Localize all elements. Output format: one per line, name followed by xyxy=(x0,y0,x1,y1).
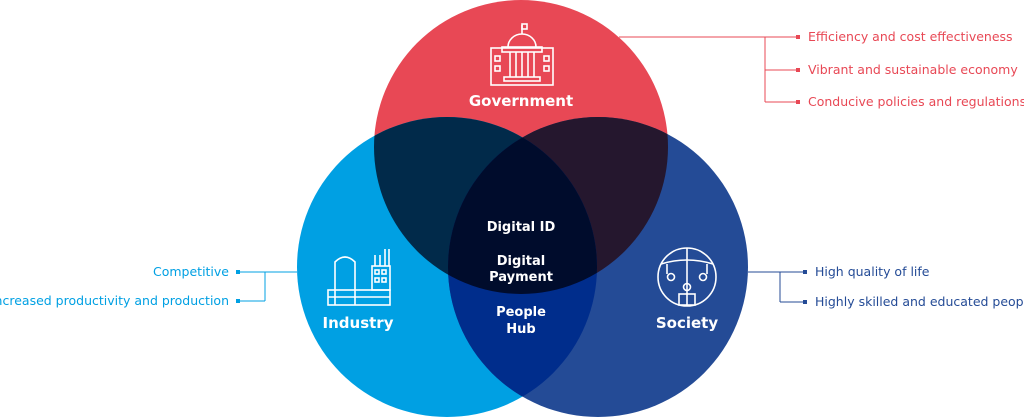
industry-title: Industry xyxy=(323,314,394,332)
government-point: Vibrant and sustainable economy xyxy=(808,62,1018,77)
center-overlap xyxy=(448,117,597,294)
government-point: Conducive policies and regulations xyxy=(808,94,1024,109)
industry-point: Competitive xyxy=(153,264,229,279)
society-point: Highly skilled and educated people xyxy=(815,294,1024,309)
society-connectors xyxy=(748,271,806,303)
globe-people-icon xyxy=(657,247,717,307)
people-hub-label-1: People xyxy=(496,305,546,320)
industry-connectors xyxy=(238,271,297,302)
center-label-digital: Digital xyxy=(497,254,545,269)
society-bullets xyxy=(803,270,807,304)
government-point: Efficiency and cost effectiveness xyxy=(808,29,1013,44)
society-point: High quality of life xyxy=(815,264,930,279)
center-label-payment: Payment xyxy=(489,270,553,285)
factory-icon xyxy=(327,249,391,306)
industry-bullets xyxy=(236,270,240,303)
industry-point: Increased productivity and production xyxy=(0,293,229,308)
people-hub-label-2: Hub xyxy=(506,322,535,337)
government-connectors xyxy=(619,36,797,103)
government-title: Government xyxy=(469,92,573,110)
government-bullets xyxy=(796,35,800,104)
society-title: Society xyxy=(656,314,718,332)
capitol-building-icon xyxy=(490,23,554,86)
center-label-digital-id: Digital ID xyxy=(487,220,556,235)
